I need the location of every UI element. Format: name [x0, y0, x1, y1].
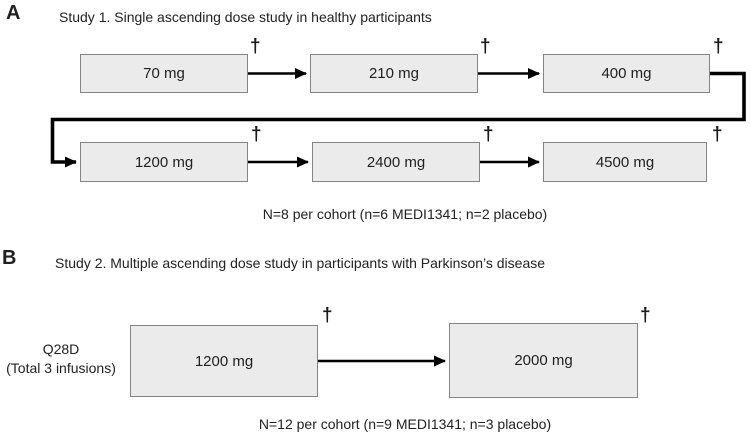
- dose-box-2400mg: 2400 mg: [312, 142, 480, 182]
- dose-box-4500mg: 4500 mg: [543, 142, 707, 182]
- dagger-icon: †: [480, 36, 491, 57]
- dagger-icon: †: [712, 124, 723, 145]
- dagger-icon: †: [640, 305, 651, 326]
- dose-box-400mg: 400 mg: [543, 54, 710, 93]
- dose-box-b-2000mg: 2000 mg: [449, 323, 638, 398]
- panel-b-label: B: [2, 247, 17, 269]
- panel-a-cohort-caption: N=8 per cohort (n=6 MEDI1341; n=2 placeb…: [262, 206, 548, 222]
- dose-box-70mg: 70 mg: [80, 54, 248, 93]
- dose-box-1200mg: 1200 mg: [80, 142, 248, 182]
- dagger-icon: †: [250, 36, 261, 57]
- panel-a-title: Study 1. Single ascending dose study in …: [59, 9, 432, 25]
- dosing-schedule-line1: Q28D: [42, 341, 80, 357]
- dosing-schedule-label: Q28D (Total 3 infusions): [0, 340, 122, 378]
- panel-b-title: Study 2. Multiple ascending dose study i…: [55, 255, 546, 271]
- panel-b-cohort-caption: N=12 per cohort (n=9 MEDI1341; n=3 place…: [258, 416, 552, 432]
- dose-box-210mg: 210 mg: [310, 54, 478, 93]
- dagger-icon: †: [713, 36, 724, 57]
- dosing-schedule-line2: (Total 3 infusions): [6, 360, 116, 376]
- panel-a-label: A: [6, 2, 21, 24]
- dagger-icon: †: [251, 124, 262, 145]
- dagger-icon: †: [483, 124, 494, 145]
- dose-box-b-1200mg: 1200 mg: [130, 325, 318, 397]
- dagger-icon: †: [322, 305, 333, 326]
